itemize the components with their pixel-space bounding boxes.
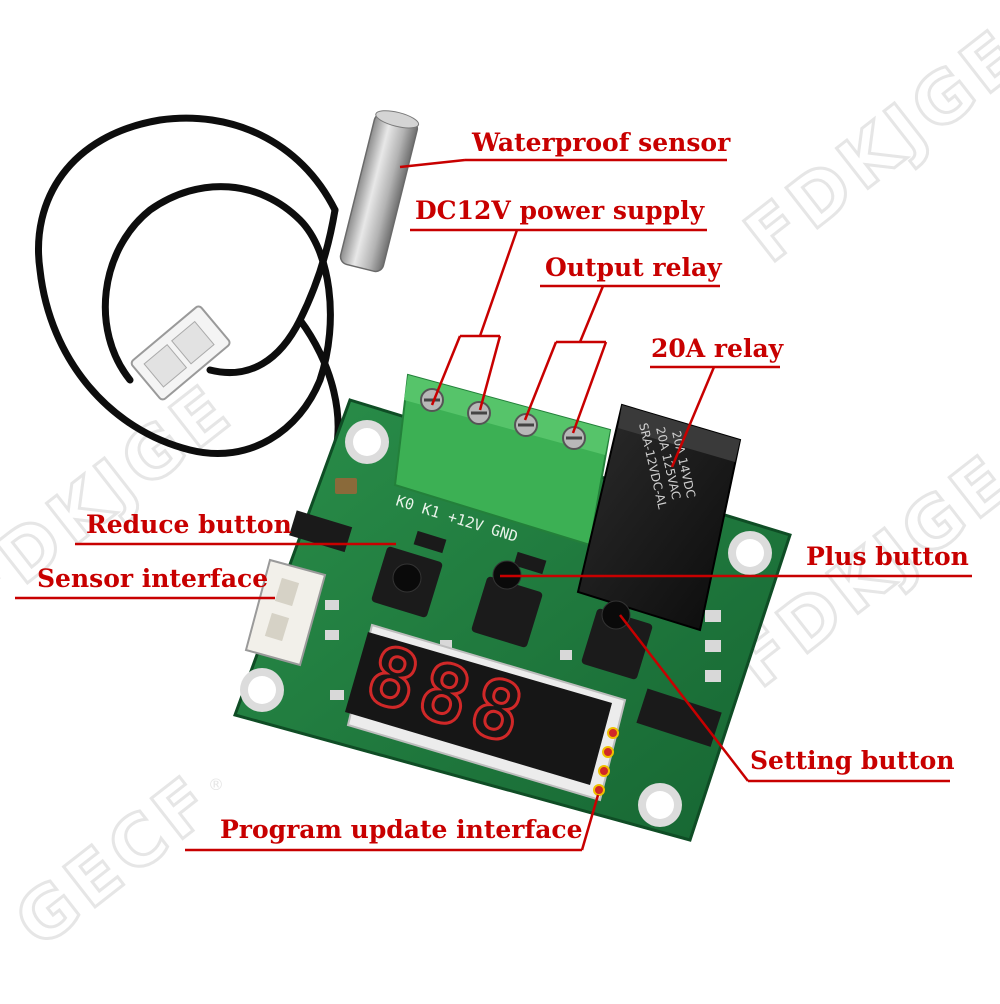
leader-setting-button: [619, 614, 950, 783]
label-program-update: Program update interface: [220, 815, 583, 844]
label-plus-button: Plus button: [806, 542, 969, 571]
watermark-text-bottom: GECF: [0, 758, 231, 963]
label-output-relay: Output relay: [545, 253, 722, 282]
setting-tact-switch: [581, 600, 653, 680]
leader-power-supply: [410, 228, 707, 411]
waterproof-probe: [339, 110, 420, 273]
leader-program-update: [185, 794, 600, 852]
relay-20a: 20A 14VDC 20A 125VAC SRA-12VDC-AL: [576, 403, 742, 632]
registered-mark-2: ®: [208, 775, 224, 794]
sensor-socket: [244, 558, 327, 667]
annotation-lines: [15, 158, 972, 852]
program-header-pins: [593, 727, 619, 796]
tact-buttons: [371, 546, 653, 680]
label-reduce-button: Reduce button: [86, 510, 292, 539]
cable-connector: [130, 305, 231, 401]
terminal-block: [393, 373, 612, 547]
leader-20a-relay: [650, 365, 780, 468]
label-setting-button: Setting button: [750, 746, 955, 775]
smd-components: [289, 478, 722, 747]
label-20a-relay: 20A relay: [651, 334, 784, 363]
label-waterproof-sensor: Waterproof sensor: [472, 128, 731, 157]
reduce-tact-switch: [371, 546, 443, 618]
leader-waterproof-sensor: [399, 158, 727, 169]
label-power-supply: DC12V power supply: [415, 196, 705, 225]
mounting-holes: [240, 420, 772, 827]
label-sensor-interface: Sensor interface: [37, 564, 269, 593]
leader-output-relay: [523, 284, 720, 434]
watermark-text-top: FDKJGE: [730, 12, 1000, 278]
